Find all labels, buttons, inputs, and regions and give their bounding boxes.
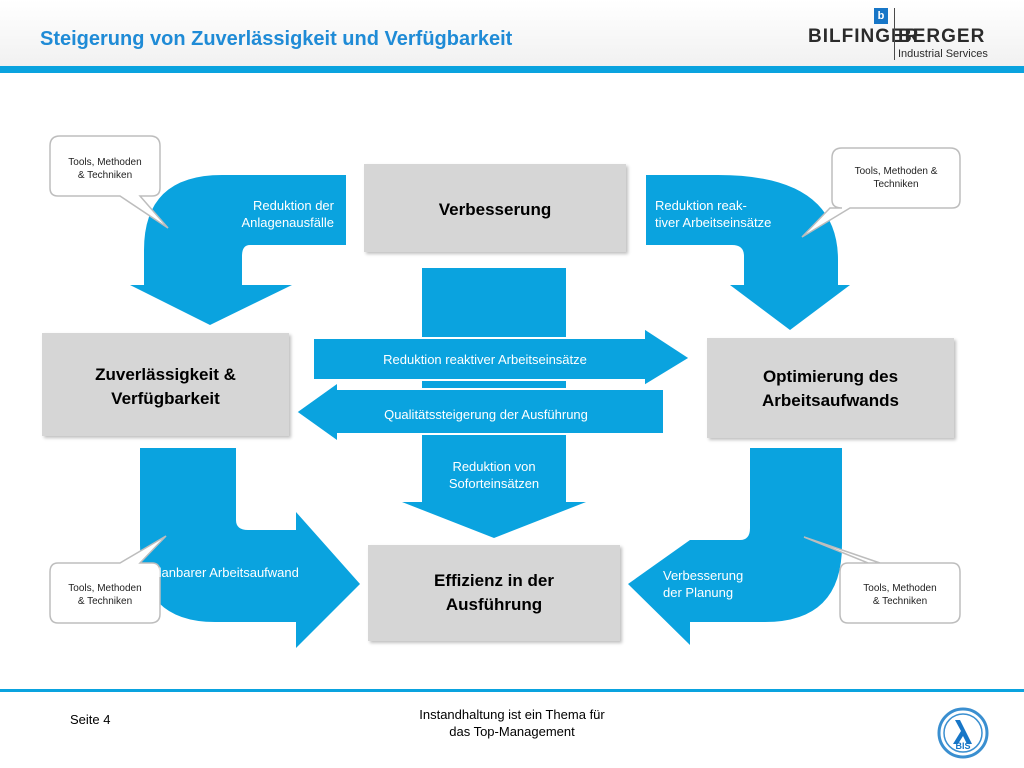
logo-divider	[894, 8, 895, 60]
slide-title: Steigerung von Zuverlässigkeit und Verfü…	[40, 28, 513, 50]
label-middle-right-arrow: Reduktion reaktiver Arbeitseinsätze	[383, 352, 587, 367]
curved-arrow-top-right	[646, 175, 850, 330]
label-top-right-line2: tiver Arbeitseinsätze	[655, 215, 772, 230]
callout-top-left-text: Tools, Methoden & Techniken	[50, 156, 160, 182]
footer-caption-line1: Instandhaltung ist ein Thema für	[419, 707, 605, 722]
footer-caption-line2: das Top-Management	[449, 724, 575, 739]
callout-top-right-line1: Tools, Methoden &	[854, 166, 938, 177]
callout-bottom-left-line1: Tools, Methoden	[68, 583, 142, 594]
box-optimierung-line2: Arbeitsaufwands	[762, 391, 899, 410]
curved-arrow-top-left	[130, 175, 346, 325]
box-zuverlaessigkeit: Zuverlässigkeit & Verfügbarkeit	[42, 333, 289, 436]
callout-bottom-left-text: Tools, Methoden & Techniken	[50, 582, 160, 608]
label-center-down-arrow: Reduktion von Soforteinsätzen	[422, 458, 566, 492]
curved-arrow-bottom-right	[628, 448, 842, 645]
label-center-down-line1: Reduktion von	[452, 459, 536, 474]
box-verbesserung-line1: Verbesserung	[438, 200, 552, 219]
label-top-left-arrow: Reduktion der Anlagenausfälle	[226, 197, 334, 231]
callout-bottom-right-line1: Tools, Methoden	[863, 583, 937, 594]
box-effizienz-line2: Ausführung	[445, 595, 543, 614]
logo-brand-left: BILFINGER	[808, 26, 920, 47]
callout-top-left-line1: Tools, Methoden	[68, 157, 142, 168]
logo-subtitle: Industrial Services	[898, 48, 988, 60]
callout-bottom-left-line2: & Techniken	[77, 596, 133, 607]
middle-right-arrow	[312, 326, 692, 388]
label-bottom-right-arrow: Verbesserung der Planung	[663, 567, 743, 601]
label-middle-left-arrow: Qualitätssteigerung der Ausführung	[384, 407, 588, 422]
box-optimierung-line1: Optimierung des	[762, 367, 899, 386]
logo-brand-right: BERGER	[898, 26, 986, 47]
box-effizienz: Effizienz in der Ausführung	[368, 545, 620, 641]
label-bottom-right-line2: der Planung	[663, 585, 734, 600]
bis-logo-label: BIS	[955, 741, 971, 751]
box-verbesserung: Verbesserung	[364, 164, 626, 252]
callout-bottom-right-text: Tools, Methoden & Techniken	[840, 582, 960, 608]
footer-caption: Instandhaltung ist ein Thema für das Top…	[412, 706, 612, 740]
label-top-left-line1: Reduktion der	[253, 198, 334, 213]
logo-badge: b	[874, 8, 888, 24]
label-top-left-line2: Anlagenausfälle	[241, 215, 334, 230]
callout-top-left	[49, 135, 169, 229]
company-logo: b BILFINGER BERGER Industrial Services	[806, 6, 1006, 64]
callout-top-right	[801, 147, 961, 238]
middle-left-arrow	[294, 380, 665, 444]
callout-bottom-left	[49, 535, 167, 624]
callout-bottom-right-line2: & Techniken	[872, 596, 928, 607]
callout-top-right-text: Tools, Methoden & Techniken	[832, 165, 960, 191]
page-number: Seite 4	[70, 712, 111, 727]
label-bottom-right-line1: Verbesserung	[663, 568, 744, 583]
box-optimierung: Optimierung des Arbeitsaufwands	[707, 338, 954, 438]
label-top-right-line1: Reduktion reak-	[655, 198, 747, 213]
callout-top-left-line2: & Techniken	[77, 170, 133, 181]
curved-arrow-bottom-left	[140, 448, 360, 648]
box-effizienz-line1: Effizienz in der	[434, 571, 554, 590]
footer-rule	[0, 689, 1024, 692]
header-rule	[0, 66, 1024, 73]
callout-bottom-right	[803, 536, 961, 624]
label-top-right-arrow: Reduktion reak- tiver Arbeitseinsätze	[655, 197, 771, 231]
label-bottom-left-arrow: Planbarer Arbeitsaufwand	[150, 565, 299, 580]
callout-top-right-line2: Techniken	[873, 179, 919, 190]
box-zuverlaessigkeit-line2: Verfügbarkeit	[111, 389, 220, 408]
bis-logo-icon	[937, 707, 989, 759]
label-center-down-line2: Soforteinsätzen	[448, 476, 540, 491]
header-bar	[0, 0, 1024, 66]
box-zuverlaessigkeit-line1: Zuverlässigkeit &	[95, 365, 236, 384]
